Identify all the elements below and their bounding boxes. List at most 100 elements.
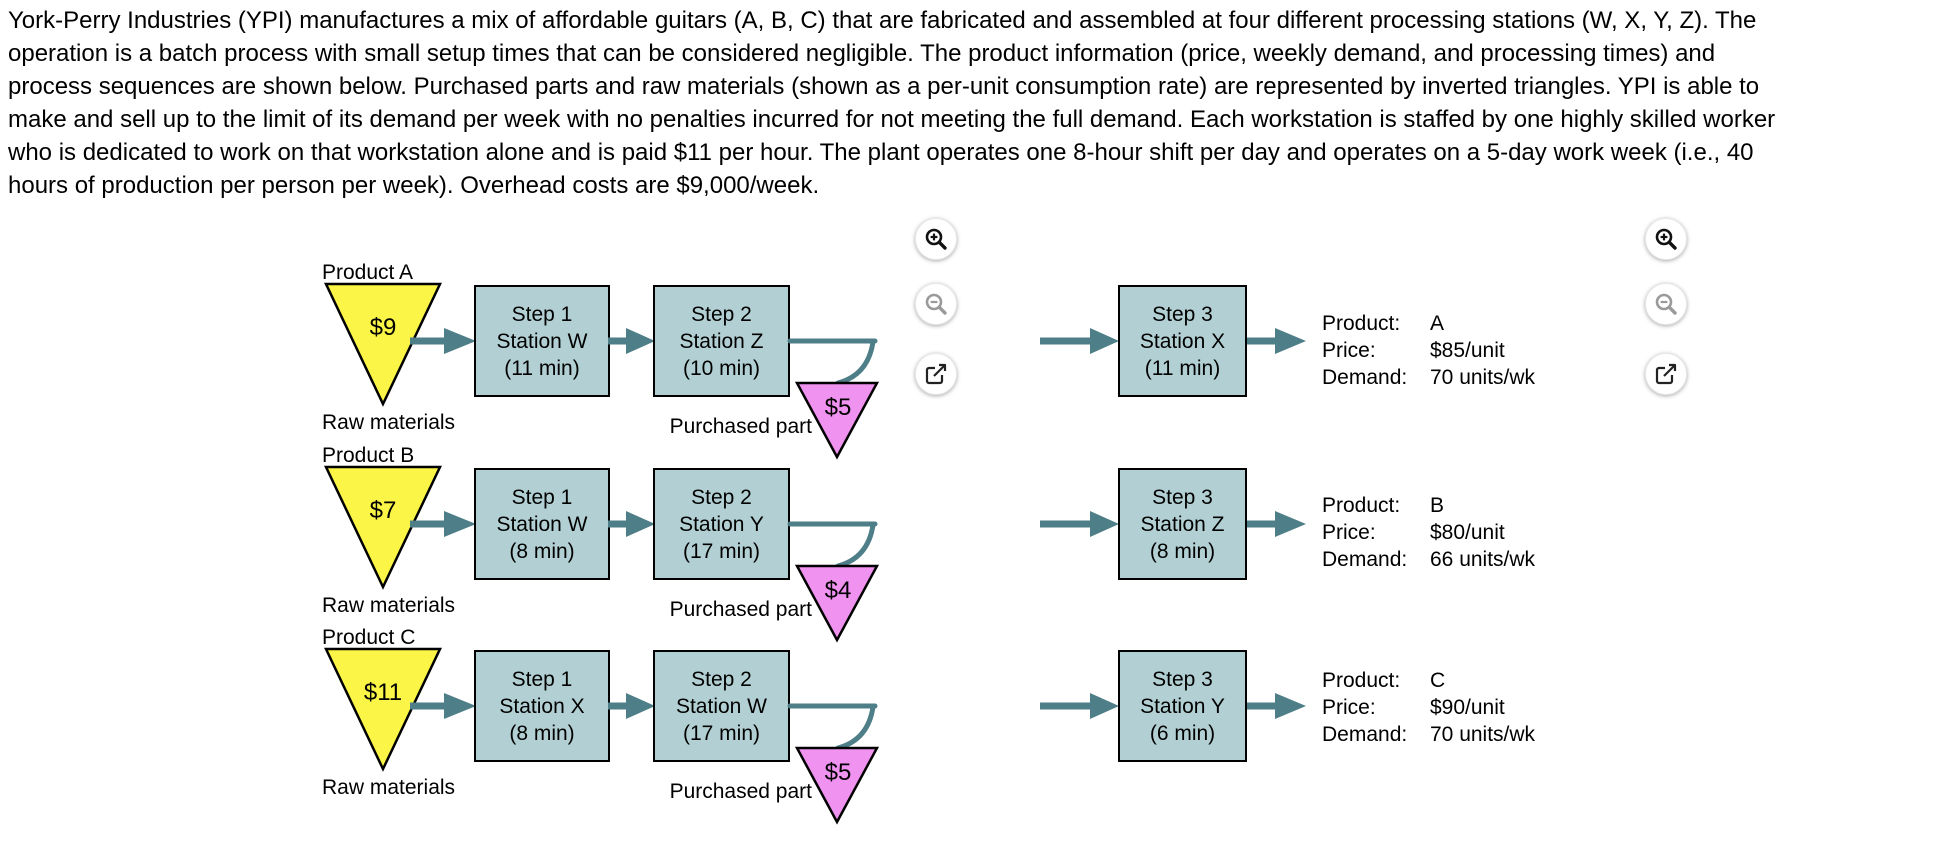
station-name: Station W xyxy=(675,694,768,718)
problem-statement-line: operation is a batch process with small … xyxy=(8,40,1716,67)
flow-connector-curve xyxy=(787,521,878,569)
product-title: Product C xyxy=(322,626,416,649)
purchased-part-label: Purchased part xyxy=(669,780,812,803)
flow-arrow-icon xyxy=(1247,693,1306,719)
process-time: (11 min) xyxy=(504,356,580,380)
flow-arrow-icon xyxy=(1040,328,1119,354)
step-number: Step 3 xyxy=(1152,485,1213,509)
station-name: Station W xyxy=(496,329,588,353)
demand-value: 66 units/wk xyxy=(1430,548,1536,571)
product-info-label: Product: xyxy=(1322,494,1401,517)
process-time: (10 min) xyxy=(682,356,761,380)
station-name: Station Y xyxy=(679,512,764,536)
zoom-out-button[interactable] xyxy=(915,283,957,325)
product-info-label: Product: xyxy=(1322,312,1401,335)
open-external-button-2[interactable] xyxy=(1645,353,1687,395)
flow-arrow-icon xyxy=(608,511,655,537)
flow-arrow-icon xyxy=(410,511,476,537)
process-time: (8 min) xyxy=(509,539,575,563)
flow-arrow-icon xyxy=(1040,693,1119,719)
price-label: Price: xyxy=(1322,521,1376,544)
problem-statement: York-Perry Industries (YPI) manufactures… xyxy=(8,4,1775,202)
step1-station-box: Step 1 Station X (8 min) xyxy=(474,650,610,762)
flow-arrow-icon xyxy=(410,328,476,354)
flow-arrow-icon xyxy=(410,693,476,719)
step-number: Step 3 xyxy=(1152,302,1213,326)
purchased-part-triangle xyxy=(795,746,879,825)
price-label: Price: xyxy=(1322,339,1376,362)
flow-connector-curve xyxy=(787,703,878,751)
station-name: Station X xyxy=(1139,329,1226,353)
station-name: Station X xyxy=(499,694,585,718)
magnifier-plus-icon xyxy=(1655,228,1677,250)
zoom-in-button-2[interactable] xyxy=(1645,218,1687,260)
station-name: Station Z xyxy=(1140,512,1225,536)
purchased-part-cost: $4 xyxy=(824,577,852,604)
purchased-part-cost: $5 xyxy=(824,759,852,786)
demand-value: 70 units/wk xyxy=(1430,366,1536,389)
station-name: Station Z xyxy=(679,329,764,353)
purchased-part-triangle xyxy=(795,564,879,643)
demand-label: Demand: xyxy=(1322,723,1408,746)
magnifier-plus-icon xyxy=(925,228,947,250)
step3-station-box: Step 3 Station X (11 min) xyxy=(1118,285,1247,397)
process-time: (8 min) xyxy=(1149,539,1216,563)
step-number: Step 1 xyxy=(511,667,573,691)
zoom-in-button[interactable] xyxy=(915,218,957,260)
step-number: Step 2 xyxy=(691,302,752,326)
process-time: (8 min) xyxy=(509,721,575,745)
process-time: (11 min) xyxy=(1144,356,1221,380)
raw-materials-label: Raw materials xyxy=(322,594,456,617)
product-info: Product:B Price:$80/unit Demand:66 units… xyxy=(1322,492,1535,573)
demand-label: Demand: xyxy=(1322,548,1408,571)
product-info: Product: A Price: $85/unit Demand: 70 units… xyxy=(1322,310,1535,391)
external-link-icon xyxy=(925,363,947,385)
magnifier-minus-icon xyxy=(1655,293,1677,315)
flow-arrow-icon xyxy=(608,328,655,354)
step2-station-box: Step 2 Station Z (10 min) xyxy=(653,285,790,397)
raw-material-cost: $7 xyxy=(369,497,397,524)
zoom-out-button-2[interactable] xyxy=(1645,283,1687,325)
step-number: Step 3 xyxy=(1152,667,1213,691)
step2-station-box: Step 2 Station Y (17 min) xyxy=(653,468,790,580)
price-value: $85/unit xyxy=(1430,339,1505,362)
price-value: $80/unit xyxy=(1430,521,1505,544)
product-info-value: A xyxy=(1430,312,1445,335)
raw-material-cost: $11 xyxy=(363,679,403,706)
step-number: Step 1 xyxy=(511,302,573,326)
step1-station-box: Step 1 Station W (11 min) xyxy=(474,285,610,397)
station-name: Station Y xyxy=(1140,694,1225,718)
step-number: Step 1 xyxy=(511,485,573,509)
problem-statement-line: process sequences are shown below. Purch… xyxy=(8,73,1760,100)
raw-materials-label: Raw materials xyxy=(322,411,456,434)
open-external-button[interactable] xyxy=(915,353,957,395)
purchased-part-label: Purchased part xyxy=(669,598,812,621)
purchased-part-label: Purchased part xyxy=(669,415,812,438)
problem-statement-line: make and sell up to the limit of its dem… xyxy=(8,106,1776,133)
external-link-icon xyxy=(1655,363,1677,385)
raw-materials-label: Raw materials xyxy=(322,776,456,799)
process-time: (6 min) xyxy=(1149,721,1216,745)
step1-station-box: Step 1 Station W (8 min) xyxy=(474,468,610,580)
product-info-label: Product: xyxy=(1322,669,1401,692)
problem-statement-line: York-Perry Industries (YPI) manufactures… xyxy=(8,7,1757,34)
purchased-part-cost: $5 xyxy=(824,394,852,421)
product-info-value: C xyxy=(1430,669,1446,692)
product-title: Product A xyxy=(322,261,414,284)
process-time: (17 min) xyxy=(682,539,761,563)
product-info: Product: C Price: $90/unit Demand: 70 units… xyxy=(1322,667,1535,748)
demand-value: 70 units/wk xyxy=(1430,723,1536,746)
flow-arrow-icon xyxy=(1040,511,1119,537)
price-label: Price: xyxy=(1322,696,1376,719)
problem-statement-line: who is dedicated to work on that worksta… xyxy=(8,139,1754,166)
step2-station-box: Step 2 Station W (17 min) xyxy=(653,650,790,762)
magnifier-minus-icon xyxy=(925,293,947,315)
problem-statement-line: hours of production per person per week)… xyxy=(8,172,820,199)
station-name: Station W xyxy=(496,512,588,536)
process-time: (17 min) xyxy=(682,721,761,745)
demand-label: Demand: xyxy=(1322,366,1408,389)
step3-station-box: Step 3 Station Y (6 min) xyxy=(1118,650,1247,762)
price-value: $90/unit xyxy=(1430,696,1505,719)
purchased-part-triangle xyxy=(795,381,879,460)
